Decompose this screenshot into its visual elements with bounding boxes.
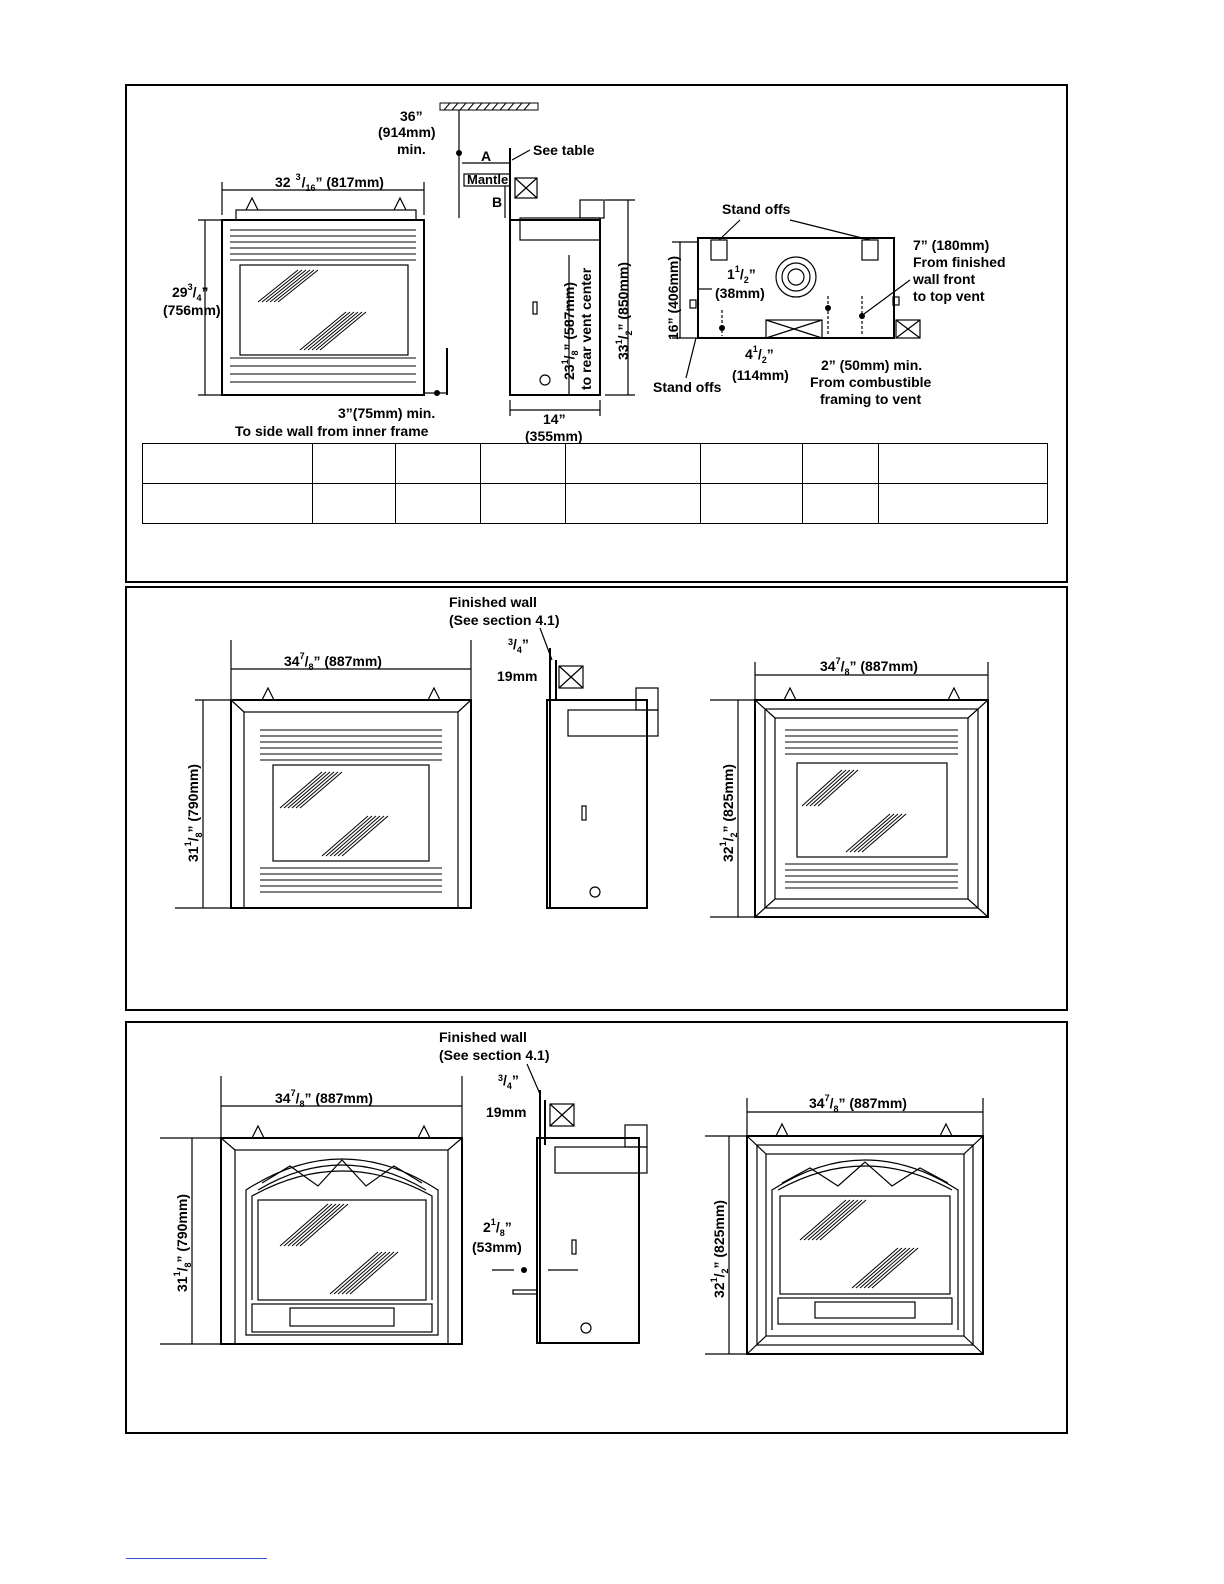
- front-height: 29: [172, 284, 188, 300]
- min-vent-clearance: 2” (50mm) min.: [821, 357, 922, 373]
- svg-text:347/8” (887mm): 347/8” (887mm): [284, 651, 382, 672]
- p3-right-height: 32: [711, 1282, 727, 1298]
- p3-right-width: 34: [809, 1095, 825, 1111]
- p3-wall-thickness: 3: [498, 1073, 503, 1083]
- svg-text:323/16” (817mm): 323/16” (817mm): [275, 172, 384, 193]
- vent-center-note: to rear vent center: [578, 267, 594, 390]
- svg-text:347/8” (887mm): 347/8” (887mm): [809, 1093, 907, 1114]
- svg-text:(114mm): (114mm): [732, 367, 789, 383]
- svg-text:From finished: From finished: [913, 254, 1006, 270]
- svg-text:41/2”: 41/2”: [745, 344, 774, 365]
- table-cell: [142, 483, 313, 524]
- svg-text:293/4”: 293/4”: [172, 282, 209, 303]
- p2-left-width: 34: [284, 653, 300, 669]
- p2-wall-thickness: 3: [508, 637, 513, 647]
- table-cell: [480, 483, 566, 524]
- svg-text:321/2” (825mm): 321/2” (825mm): [718, 764, 739, 862]
- panel-surround-louvered: [125, 586, 1068, 1011]
- setback-38: 1: [727, 266, 735, 282]
- p2-right-height: 32: [720, 846, 736, 862]
- svg-text:wall front: wall front: [912, 271, 976, 287]
- svg-text:231/8” (587mm): 231/8” (587mm): [560, 282, 580, 380]
- front-height-mm: (756mm): [163, 302, 221, 318]
- svg-text:(53mm): (53mm): [472, 1239, 522, 1255]
- svg-text:19mm: 19mm: [486, 1104, 526, 1120]
- panel-surround-arched: [125, 1021, 1068, 1434]
- p3-left-front: [220, 1124, 463, 1345]
- p3-left-height: 31: [174, 1276, 190, 1292]
- table-cell: [802, 483, 879, 524]
- p2-left-height: 31: [185, 846, 201, 862]
- svg-text:min.: min.: [397, 141, 426, 157]
- clearance-table: [142, 443, 1048, 524]
- svg-text:3/4”: 3/4”: [508, 636, 529, 655]
- side-wall-note: To side wall from inner frame: [235, 423, 429, 439]
- top-clearance: 36”: [400, 108, 423, 124]
- svg-text:(38mm): (38mm): [715, 285, 765, 301]
- side-view-unit: [509, 199, 605, 396]
- finished-wall-label: Finished wall: [449, 594, 537, 610]
- overall-height: 33: [615, 344, 631, 360]
- right-surround-front: [754, 686, 989, 918]
- svg-text:321/2” (825mm): 321/2” (825mm): [709, 1200, 730, 1298]
- svg-text:19mm: 19mm: [497, 668, 537, 684]
- svg-text:framing to vent: framing to vent: [820, 391, 921, 407]
- width-406: 16” (406mm): [665, 256, 681, 340]
- setback-114: 4: [745, 346, 753, 362]
- vent-center-height: 23: [561, 364, 577, 380]
- finished-wall-label-2: Finished wall: [439, 1029, 527, 1045]
- front-view-unit: [221, 196, 448, 396]
- p3-offset: 2: [483, 1219, 491, 1235]
- see-table: See table: [533, 142, 595, 158]
- top-view-unit: [689, 237, 921, 339]
- p3-right-front: [746, 1122, 984, 1355]
- standoffs-top: Stand offs: [722, 201, 791, 217]
- table-cell: [700, 483, 803, 524]
- svg-text:(914mm): (914mm): [378, 124, 436, 140]
- standoffs-bottom: Stand offs: [653, 379, 722, 395]
- mantle-label: Mantle: [467, 172, 508, 187]
- svg-text:(See section 4.1): (See section 4.1): [449, 612, 560, 628]
- svg-text:From combustible: From combustible: [810, 374, 932, 390]
- front-width-whole: 32: [275, 174, 291, 190]
- table-cell: [565, 483, 701, 524]
- footer-rule: [126, 1558, 267, 1559]
- svg-text:347/8” (887mm): 347/8” (887mm): [275, 1088, 373, 1109]
- svg-text:21/8”: 21/8”: [483, 1217, 512, 1238]
- p3-left-width: 34: [275, 1090, 291, 1106]
- table-cell: [395, 443, 481, 484]
- svg-text:to top vent: to top vent: [913, 288, 985, 304]
- depth-mm: (355mm): [525, 428, 583, 444]
- table-cell: [395, 483, 481, 524]
- svg-text:347/8” (887mm): 347/8” (887mm): [820, 656, 918, 677]
- label-a: A: [481, 148, 491, 164]
- svg-text:311/8” (790mm): 311/8” (790mm): [183, 764, 204, 862]
- svg-text:3/4”: 3/4”: [498, 1072, 519, 1091]
- p2-side-view: [546, 648, 659, 909]
- p2-right-width: 34: [820, 658, 836, 674]
- side-wall-clearance: 3”(75mm) min.: [338, 405, 435, 421]
- table-cell: [878, 443, 1048, 484]
- depth-in: 14”: [543, 411, 566, 427]
- svg-text:311/8” (790mm): 311/8” (790mm): [172, 1194, 193, 1292]
- left-surround-front: [230, 686, 472, 909]
- p3-side-view: [512, 1090, 648, 1344]
- svg-text:331/2” (850mm): 331/2” (850mm): [614, 262, 634, 360]
- svg-text:(See section 4.1): (See section 4.1): [439, 1047, 550, 1063]
- top-vent-distance: 7” (180mm): [913, 237, 989, 253]
- label-b: B: [492, 194, 502, 210]
- table-cell: [878, 483, 1048, 524]
- svg-text:11/2”: 11/2”: [727, 264, 756, 285]
- table-cell: [312, 483, 396, 524]
- table-cell: [565, 443, 701, 484]
